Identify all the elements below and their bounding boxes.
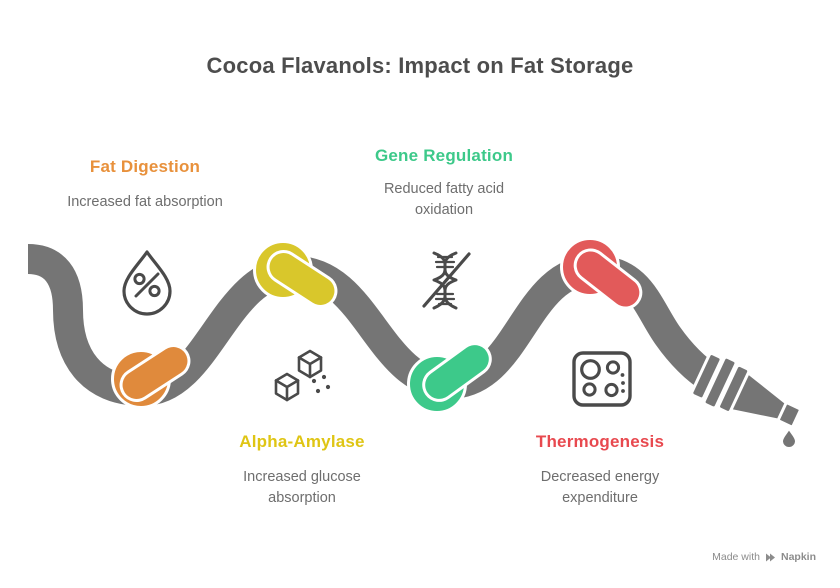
section-description-fat-digestion: Increased fat absorption: [67, 194, 223, 210]
made-with-napkin-watermark[interactable]: Made with Napkin: [712, 551, 816, 563]
watermark-prefix: Made with: [712, 551, 760, 563]
section-description-gene-regulation: Reduced fatty acid oxidation: [383, 181, 505, 218]
stove-burners-icon: [572, 351, 632, 407]
section-description-thermogenesis: Decreased energy expenditure: [540, 469, 660, 506]
dna-crossed-icon: [422, 251, 471, 310]
knot-fat-digestion: [111, 344, 191, 409]
watermark-brand: Napkin: [780, 551, 816, 563]
section-description-alpha-amylase: Increased glucose absorption: [243, 469, 361, 506]
sugar-cubes-icon: [274, 349, 331, 402]
water-drop: [780, 427, 798, 449]
section-label-thermogenesis: Thermogenesis: [535, 432, 665, 451]
droplet-percent-icon: [122, 250, 172, 316]
knot-gene-regulation: [407, 342, 492, 414]
page-title: Cocoa Flavanols: Impact on Fat Storage: [206, 53, 634, 78]
knot-thermogenesis: [560, 237, 643, 310]
napkin-logo-icon: [765, 553, 775, 561]
knot-alpha-amylase: [253, 240, 338, 308]
section-label-fat-digestion: Fat Digestion: [89, 157, 201, 176]
section-label-alpha-amylase: Alpha-Amylase: [239, 432, 365, 451]
section-label-gene-regulation: Gene Regulation: [374, 146, 514, 165]
hose-nozzle: [690, 352, 802, 429]
